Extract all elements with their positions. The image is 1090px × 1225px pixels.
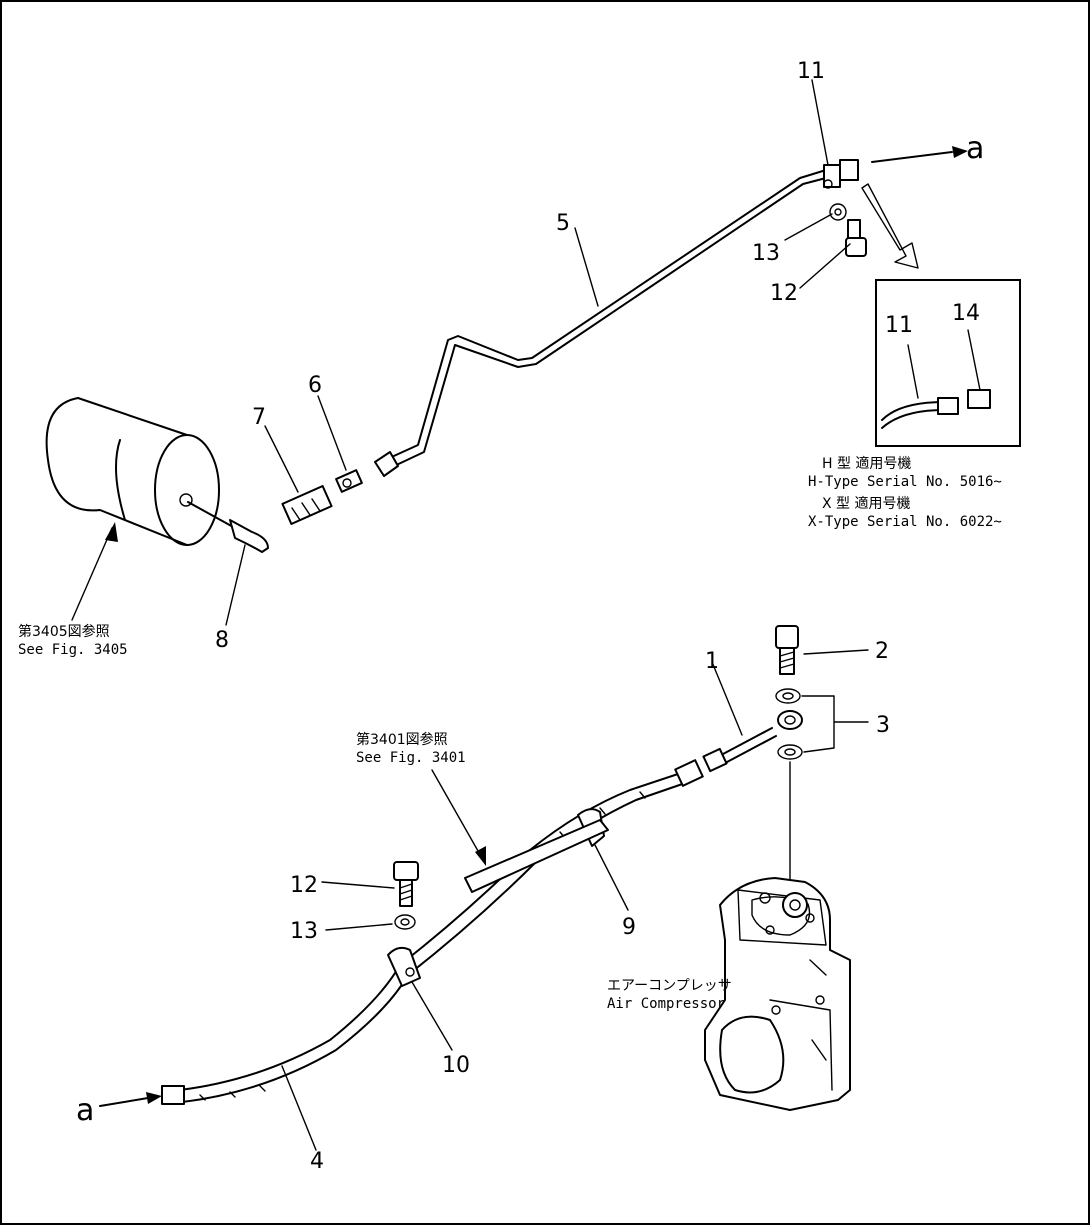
arrow-a-bottom [99, 1092, 162, 1107]
leader-12-top [799, 243, 851, 289]
leader-12-bottom [321, 881, 395, 889]
ref-3405-jp: 第3405図参照 [18, 623, 110, 640]
inset-box [875, 279, 1021, 447]
leader-10 [411, 981, 453, 1051]
label-5: 5 [556, 211, 570, 236]
washer-top [829, 203, 847, 221]
gaskets [775, 688, 869, 901]
banjo-bolt [775, 625, 799, 675]
leader-11 [811, 79, 829, 166]
label-11: 11 [797, 59, 825, 84]
connector-label-top: a [966, 131, 984, 166]
arrow-a-top [871, 146, 968, 163]
inset-x-en: X-Type Serial No. 6022~ [808, 514, 1002, 530]
inset-h-jp: H 型 適用号機 [822, 455, 911, 472]
clamp-lower [387, 946, 421, 987]
tee-fitting [823, 159, 859, 189]
inset-x-jp: X 型 適用号機 [822, 495, 911, 512]
elbow-fitting [187, 501, 269, 553]
ref-3401-jp: 第3401図参照 [356, 731, 448, 748]
leader-9 [594, 844, 629, 911]
label-3: 3 [876, 713, 890, 738]
hose-fitting [281, 485, 333, 525]
label-9: 9 [622, 915, 636, 940]
bolt-bottom [393, 861, 419, 907]
label-13-bottom: 13 [290, 919, 318, 944]
pipe [374, 169, 827, 477]
label-1: 1 [705, 649, 719, 674]
tube [702, 710, 803, 773]
leader-4 [281, 1065, 317, 1151]
leader-tank [71, 527, 113, 621]
label-6: 6 [308, 373, 322, 398]
leader-2 [803, 649, 869, 655]
label-12-top: 12 [770, 281, 798, 306]
leader-5 [574, 227, 599, 307]
label-10: 10 [442, 1053, 470, 1078]
inset-h-en: H-Type Serial No. 5016~ [808, 474, 1002, 490]
label-8: 8 [215, 628, 229, 653]
label-14: 14 [952, 301, 980, 326]
label-13-top: 13 [752, 241, 780, 266]
air-tank [45, 397, 220, 546]
label-7: 7 [252, 405, 266, 430]
bolt-top [845, 219, 867, 257]
label-11-inset: 11 [885, 313, 913, 338]
leader-6 [317, 395, 347, 471]
leader-7 [264, 425, 299, 493]
connector-fitting [335, 469, 363, 493]
compressor-label-jp: エアーコンプレッサ [607, 978, 732, 994]
ref-3401-en: See Fig. 3401 [356, 750, 466, 766]
leader-1 [711, 661, 743, 736]
compressor-label-en: Air Compressor [607, 996, 725, 1012]
washer-bottom [394, 914, 416, 930]
leader-tank-arrowhead [105, 522, 118, 542]
leader-8 [225, 544, 246, 626]
leader-13-top [784, 213, 833, 241]
clamp-upper [464, 808, 609, 893]
ref-3405-en: See Fig. 3405 [18, 642, 128, 658]
air-compressor [704, 877, 851, 1111]
label-4: 4 [310, 1149, 324, 1174]
leader-13-bottom [325, 923, 393, 931]
inset-arrow [861, 183, 919, 269]
connector-label-bottom: a [76, 1093, 94, 1128]
ref-3401-arrow [431, 769, 486, 866]
label-2: 2 [875, 639, 889, 664]
label-12-bottom: 12 [290, 873, 318, 898]
